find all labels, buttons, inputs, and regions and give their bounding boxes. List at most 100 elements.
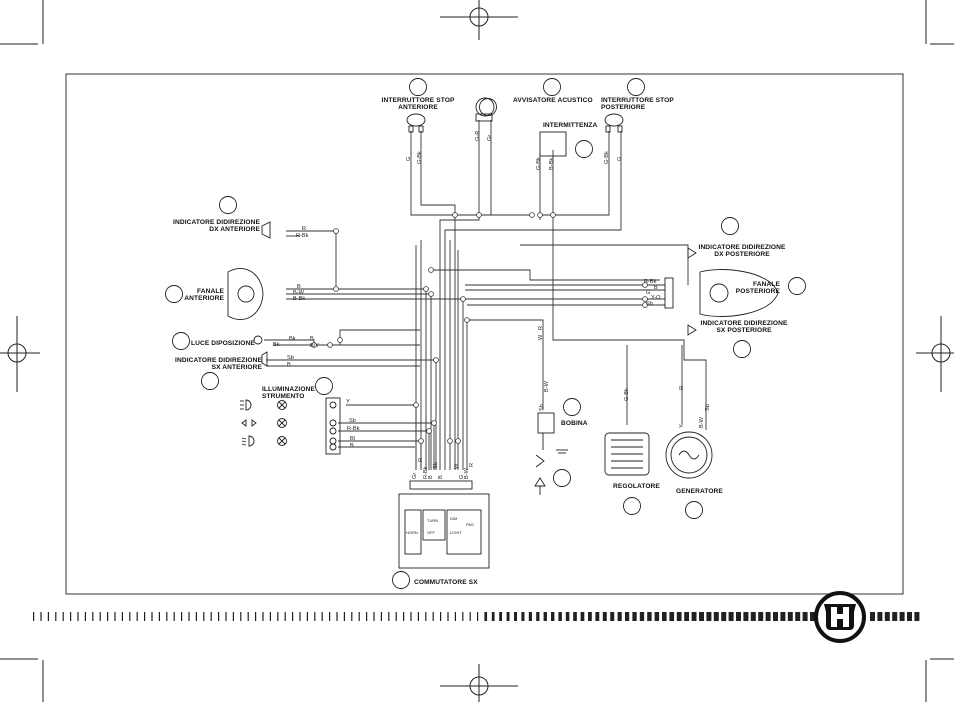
tick-mark bbox=[669, 612, 675, 621]
tick-mark bbox=[425, 612, 427, 621]
label-generatore: GENERATORE bbox=[676, 488, 723, 495]
tick-mark bbox=[454, 612, 456, 621]
tick-mark bbox=[573, 612, 577, 621]
husqvarna-logo bbox=[814, 591, 866, 643]
tick-mark bbox=[713, 612, 719, 621]
tick-mark bbox=[765, 612, 771, 621]
tick-mark bbox=[343, 612, 345, 621]
tick-mark bbox=[706, 612, 712, 621]
wire-code: Sb bbox=[349, 418, 356, 424]
switch-label: HORN bbox=[406, 530, 418, 535]
wire-code: B-W bbox=[544, 381, 550, 392]
tick-mark bbox=[654, 612, 660, 621]
wires bbox=[264, 120, 707, 470]
tick-mark bbox=[728, 612, 734, 621]
tick-mark bbox=[232, 612, 234, 621]
commutatore-block bbox=[398, 480, 490, 569]
wire-code: R-Bk bbox=[347, 426, 360, 432]
tick-mark bbox=[129, 612, 131, 621]
tick-mark bbox=[203, 612, 205, 621]
instrument-cluster bbox=[277, 397, 341, 455]
wire-code: B bbox=[287, 362, 291, 368]
tick-mark bbox=[536, 612, 540, 621]
tick-mark bbox=[417, 612, 419, 621]
wire-code: Bk bbox=[289, 336, 296, 342]
wire-code: Bl bbox=[350, 436, 355, 442]
tick-mark bbox=[151, 612, 153, 621]
tick-mark bbox=[440, 612, 442, 621]
tick-mark bbox=[380, 612, 382, 621]
wire-code: Gr bbox=[487, 134, 493, 141]
tick-mark bbox=[188, 612, 190, 621]
tick-mark bbox=[121, 612, 123, 621]
tick-mark bbox=[617, 612, 622, 621]
diagram-frame bbox=[65, 73, 904, 595]
tick-mark bbox=[647, 612, 652, 621]
tick-mark bbox=[736, 612, 741, 621]
tick-mark bbox=[351, 612, 353, 621]
tick-mark bbox=[773, 612, 778, 621]
wire-code: Sb bbox=[705, 404, 711, 411]
tick-mark bbox=[181, 612, 183, 621]
wire-code: B bbox=[438, 475, 444, 479]
wire-code: G-Bk bbox=[624, 388, 630, 401]
tick-mark bbox=[907, 612, 912, 621]
tick-mark bbox=[432, 612, 434, 621]
tick-mark bbox=[158, 612, 160, 621]
wire-code: Y bbox=[679, 424, 685, 428]
wire-code: G-Bk bbox=[536, 157, 542, 170]
tick-mark bbox=[892, 612, 898, 621]
tick-mark bbox=[84, 612, 86, 621]
tick-mark bbox=[914, 612, 920, 621]
tick-mark bbox=[580, 612, 585, 621]
wire-code: Sb bbox=[646, 301, 653, 307]
tick-mark bbox=[240, 612, 242, 621]
rear-lamps bbox=[664, 247, 779, 336]
front-lamps bbox=[227, 221, 271, 367]
tick-mark bbox=[62, 612, 64, 621]
tick-mark bbox=[40, 612, 42, 621]
tick-mark bbox=[225, 612, 227, 621]
wire-code: B bbox=[310, 336, 314, 342]
tick-mark bbox=[780, 612, 786, 621]
switch-label: LIGHT bbox=[450, 530, 462, 535]
wire-code: W bbox=[538, 334, 544, 340]
label-bobina: BOBINA bbox=[561, 420, 588, 427]
tick-mark bbox=[107, 612, 109, 621]
wire-code: Bk bbox=[273, 342, 280, 348]
tick-mark bbox=[787, 612, 793, 621]
wire-code: R bbox=[302, 226, 307, 232]
wire-code: B bbox=[654, 285, 658, 291]
tick-mark bbox=[70, 612, 72, 621]
tick-mark bbox=[314, 612, 316, 621]
tick-mark bbox=[114, 612, 116, 621]
tick-mark bbox=[521, 612, 525, 621]
tick-mark bbox=[136, 612, 138, 621]
wire-code: R bbox=[679, 385, 685, 390]
tick-mark bbox=[92, 612, 94, 621]
wire-code: B-W bbox=[699, 417, 705, 428]
tick-mark bbox=[292, 612, 294, 621]
tick-mark bbox=[565, 612, 570, 621]
tick-mark bbox=[210, 612, 212, 621]
tick-mark bbox=[662, 612, 667, 621]
wire-code: Sb bbox=[287, 355, 294, 361]
tick-mark bbox=[884, 612, 890, 621]
tick-mark bbox=[743, 612, 749, 621]
tick-mark bbox=[625, 612, 630, 621]
tick-mark bbox=[77, 612, 79, 621]
tick-mark bbox=[595, 612, 600, 621]
tick-mark bbox=[528, 612, 532, 621]
tick-mark bbox=[588, 612, 592, 621]
wire-code: G bbox=[617, 156, 623, 161]
tick-mark bbox=[632, 612, 637, 621]
wire-code: B bbox=[297, 284, 301, 290]
tick-mark bbox=[366, 612, 368, 621]
